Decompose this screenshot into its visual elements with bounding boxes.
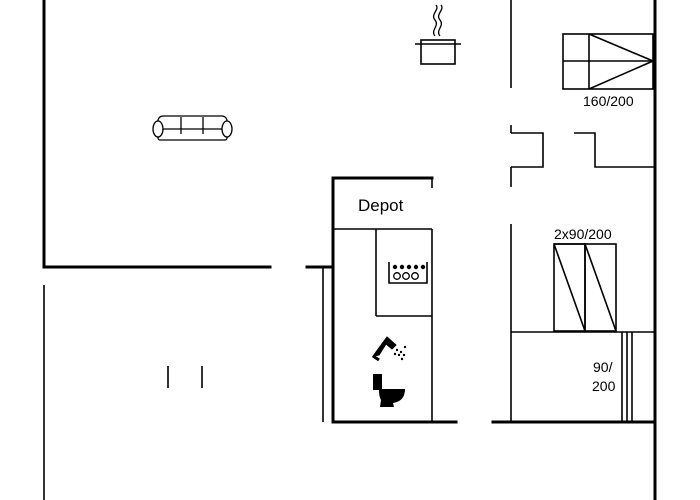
sofa-icon [152, 115, 233, 141]
partition-hall-step [511, 132, 544, 168]
twin-bed-2 [584, 243, 617, 332]
single-bed [621, 332, 633, 422]
walls [42, 0, 657, 500]
twin-beds [553, 243, 617, 332]
twin-bed-label: 2x90/200 [554, 226, 612, 242]
double-bed [562, 33, 654, 90]
partitions [43, 0, 655, 500]
double-bed-fold-1 [588, 33, 654, 62]
single-bed-label-line1: 90/ [593, 359, 613, 375]
shower-icon [371, 336, 407, 362]
twin-bed-2-fold [584, 243, 617, 332]
double-bed-fold-2 [588, 60, 654, 90]
toilet-icon [373, 374, 405, 407]
cooking-pot-icon [415, 4, 461, 65]
partition-bedroom1-bottom [574, 132, 655, 168]
twin-bed-1-fold [553, 243, 586, 332]
depot-label: Depot [358, 196, 404, 215]
stove-icon [388, 262, 428, 284]
door-marks [167, 366, 203, 388]
single-bed-label-line2: 200 [592, 378, 616, 394]
double-bed-label: 160/200 [583, 93, 634, 109]
